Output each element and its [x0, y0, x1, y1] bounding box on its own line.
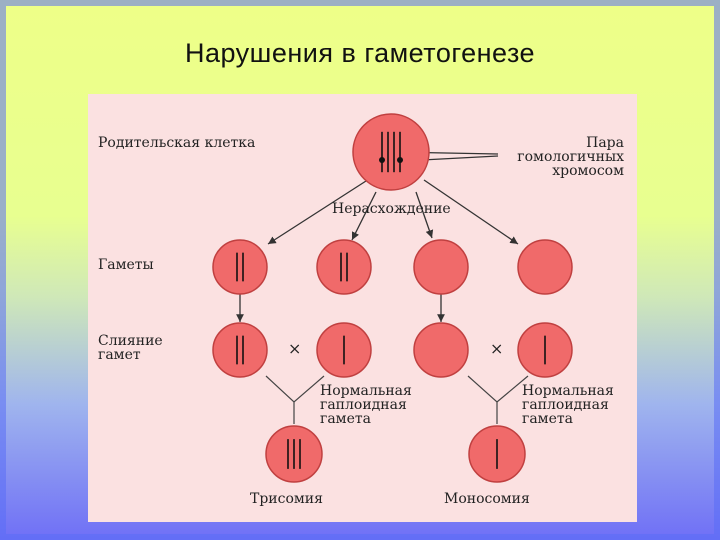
gamete-2-body [316, 239, 372, 295]
fusion-right-normal [517, 322, 573, 378]
gamete-4 [517, 239, 573, 295]
parent-cell-body [352, 113, 430, 191]
label-parent-cell: Родительская клетка [98, 135, 256, 151]
label-homolog-pair: Пара гомологичных хромосом [517, 135, 624, 179]
gamete-3 [413, 239, 469, 295]
connector-trisomy [265, 375, 325, 403]
connector-monosomy [467, 375, 529, 403]
gamete-3-body [413, 239, 469, 295]
slide-title: Нарушения в гаметогенезе [184, 38, 536, 68]
label-trisomy: Трисомия [250, 491, 323, 507]
gamete-2 [316, 239, 372, 295]
monosomy-cell [468, 425, 526, 483]
label-gametes: Гаметы [98, 257, 154, 273]
trisomy-cell [265, 425, 323, 483]
gamete-1-body [212, 239, 268, 295]
fusion-left-abnormal [212, 322, 268, 378]
arrow-to-gamete-3 [415, 191, 434, 239]
cross-left: × [288, 339, 302, 358]
fusion-right-abnormal-body [413, 322, 469, 378]
centromere-dot [379, 157, 385, 163]
gamete-4-body [517, 239, 573, 295]
arrow-to-gamete-4 [423, 179, 519, 245]
cross-right: × [490, 339, 504, 358]
diagram-svg [212, 113, 573, 483]
gamete-1 [212, 239, 268, 295]
parent-cell [352, 113, 430, 191]
centromere-dot [397, 157, 403, 163]
diagram-panel: Родительская клетка Пара гомологичных хр… [88, 94, 637, 522]
label-monosomy: Моносомия [444, 491, 530, 507]
arrow-to-gamete-1 [267, 180, 367, 245]
label-normal-gamete-right: Нормальная гаплоидная гамета [522, 383, 614, 427]
fusion-right-abnormal [413, 322, 469, 378]
label-fusion: Слияние гамет [98, 333, 163, 363]
fusion-left-abnormal-body [212, 322, 268, 378]
label-nondisjunction: Нерасхождение [332, 201, 451, 217]
arrow-to-gamete-2 [351, 191, 377, 241]
label-normal-gamete-left: Нормальная гаплоидная гамета [320, 383, 412, 427]
fusion-left-normal [316, 322, 372, 378]
